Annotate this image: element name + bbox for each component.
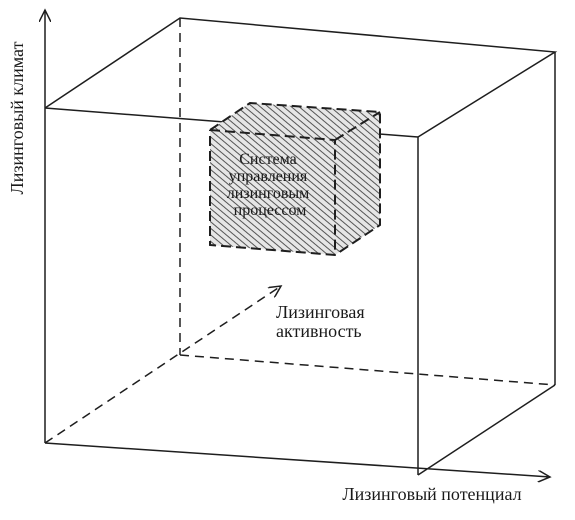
horizontal-axis-label: Лизинговый потенциал bbox=[342, 484, 521, 504]
depth-axis-label-line: Лизинговая bbox=[276, 302, 365, 322]
horizontal-axis bbox=[44, 442, 550, 477]
inner-cube-outline bbox=[209, 101, 381, 257]
inner-cube-top-face bbox=[210, 103, 380, 140]
inner-cube-front-face bbox=[210, 130, 335, 255]
inner-cube-label: Система управления лизинговым процессом bbox=[227, 151, 314, 219]
outer-cube-back-bottom-edge bbox=[179, 354, 556, 386]
inner-cube-label-line: процессом bbox=[234, 202, 307, 219]
outer-cube-right-bottom-edge bbox=[417, 384, 556, 476]
inner-cube-right-face bbox=[335, 112, 380, 255]
inner-cube bbox=[209, 101, 381, 257]
vertical-axis-label: Лизинговый климат bbox=[7, 41, 27, 194]
outer-cube-top-back-edges bbox=[44, 17, 558, 138]
depth-axis-label-line: активность bbox=[276, 321, 362, 341]
inner-cube-top-right-edge bbox=[334, 111, 381, 141]
inner-cube-label-line: управления bbox=[229, 168, 308, 185]
depth-axis-label: Лизинговая активность bbox=[276, 302, 369, 341]
inner-cube-label-line: Система bbox=[239, 151, 297, 168]
inner-cube-label-line: лизинговым bbox=[227, 185, 310, 202]
depth-axis bbox=[44, 286, 281, 444]
